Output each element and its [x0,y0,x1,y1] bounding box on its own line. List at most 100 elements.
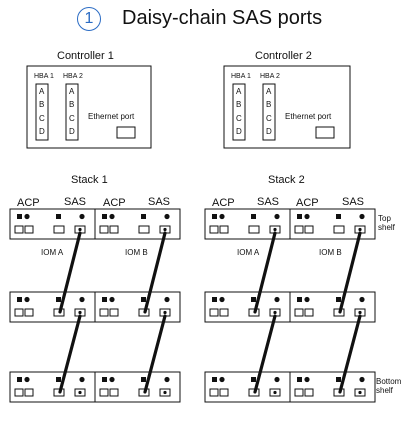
sas-port-square [333,225,345,234]
stack-2-iom-b-label: IOM B [319,248,342,257]
c2-hba2-port-a: A [266,87,272,96]
acp-led-square [297,297,302,302]
c2-hba2-port-d: D [266,127,272,136]
sas-port-dot [163,390,167,395]
acp-led-dot [304,296,310,303]
acp-led-dot [304,376,310,383]
sas-daisy-chain-cable [253,231,277,314]
sas-port-dot [358,390,362,395]
c1-hba1-port-c: C [39,114,45,123]
acp-led-dot [304,213,310,220]
acp-led-dot [219,376,225,383]
acp-port [99,388,109,397]
c2-hba1-port-d: D [236,127,242,136]
sas-daisy-chain-cable [58,231,82,314]
c1-hba1-port-b: B [39,100,45,109]
sas-led-square [56,214,61,219]
stack-1-sas-label-b: SAS [148,196,171,208]
acp-led-square [212,377,217,382]
acp-port [304,308,314,317]
acp-port [24,388,34,397]
sas-led-dot [164,376,170,383]
acp-port [14,225,24,234]
acp-port [219,388,229,397]
sas-port-square [53,308,65,317]
sas-led-dot [274,296,280,303]
acp-led-dot [109,376,115,383]
sas-port-square [248,308,260,317]
sas-led-square [251,377,256,382]
sas-port-square [53,388,65,397]
sas-port-dot [163,310,167,315]
acp-port [304,388,314,397]
stack-1-middle-iom-a [14,296,86,317]
sas-led-square [56,377,61,382]
c2-hba1-port-b: B [236,100,242,109]
acp-led-dot [219,296,225,303]
acp-port [294,388,304,397]
acp-led-dot [219,213,225,220]
acp-port [99,225,109,234]
acp-port [109,225,119,234]
stack-2-top-iom-b [294,213,366,234]
stack-2-middle-iom-a [209,296,281,317]
sas-led-dot [79,213,85,220]
acp-port [24,225,34,234]
sas-led-dot [79,296,85,303]
acp-port [109,308,119,317]
c1-hba2-port-c: C [69,114,75,123]
c2-hba2-port-b: B [266,100,272,109]
diagram-title: Daisy-chain SAS ports [122,7,323,29]
controller-2-hba-2-label: HBA 2 [260,73,280,80]
step-number-badge: 1 [77,7,101,31]
sas-port-square [333,388,345,397]
stack-1-acp-label-b: ACP [103,197,126,209]
sas-led-square [141,214,146,219]
c1-hba2-port-a: A [69,87,75,96]
stack-2-acp-label-a: ACP [212,197,235,209]
stack-2-top-iom-a [209,213,281,234]
c2-hba1-port-a: A [236,87,242,96]
sas-led-dot [274,213,280,220]
sas-port-dot [358,310,362,315]
stack-1-bottom-iom-a [14,376,86,397]
sas-port-dot [163,227,167,232]
acp-led-square [297,214,302,219]
c1-hba2-port-d: D [69,127,75,136]
controller-2-ethernet-port [315,126,335,139]
stack-1-label: Stack 1 [71,174,108,186]
sas-led-dot [164,296,170,303]
acp-led-dot [24,296,30,303]
acp-led-dot [24,213,30,220]
sas-port-dot [78,227,82,232]
acp-port [219,225,229,234]
sas-port-dot [273,310,277,315]
stack-2-sas-label-b: SAS [342,196,365,208]
controller-1-label: Controller 1 [57,50,114,62]
stack-1-iom-a-label: IOM A [41,248,64,257]
sas-led-dot [274,376,280,383]
sas-led-dot [359,213,365,220]
c2-hba1-port-c: C [236,114,242,123]
sas-port-square [53,225,65,234]
sas-led-dot [359,296,365,303]
sas-port-dot [78,390,82,395]
acp-led-square [102,214,107,219]
acp-port [209,388,219,397]
sas-port-circle [354,388,366,397]
stack-1-top-iom-a [14,213,86,234]
sas-daisy-chain-cable [253,314,277,394]
sas-port-square [248,225,260,234]
stack-1-iom-b-label: IOM B [125,248,148,257]
acp-port [209,308,219,317]
sas-led-square [56,297,61,302]
c1-hba1-port-a: A [39,87,45,96]
sas-daisy-chain-cable [338,314,362,394]
acp-port [14,308,24,317]
controller-1-hba-2 [65,83,79,141]
sas-led-square [336,377,341,382]
acp-led-square [212,214,217,219]
acp-port [294,308,304,317]
acp-led-dot [109,213,115,220]
